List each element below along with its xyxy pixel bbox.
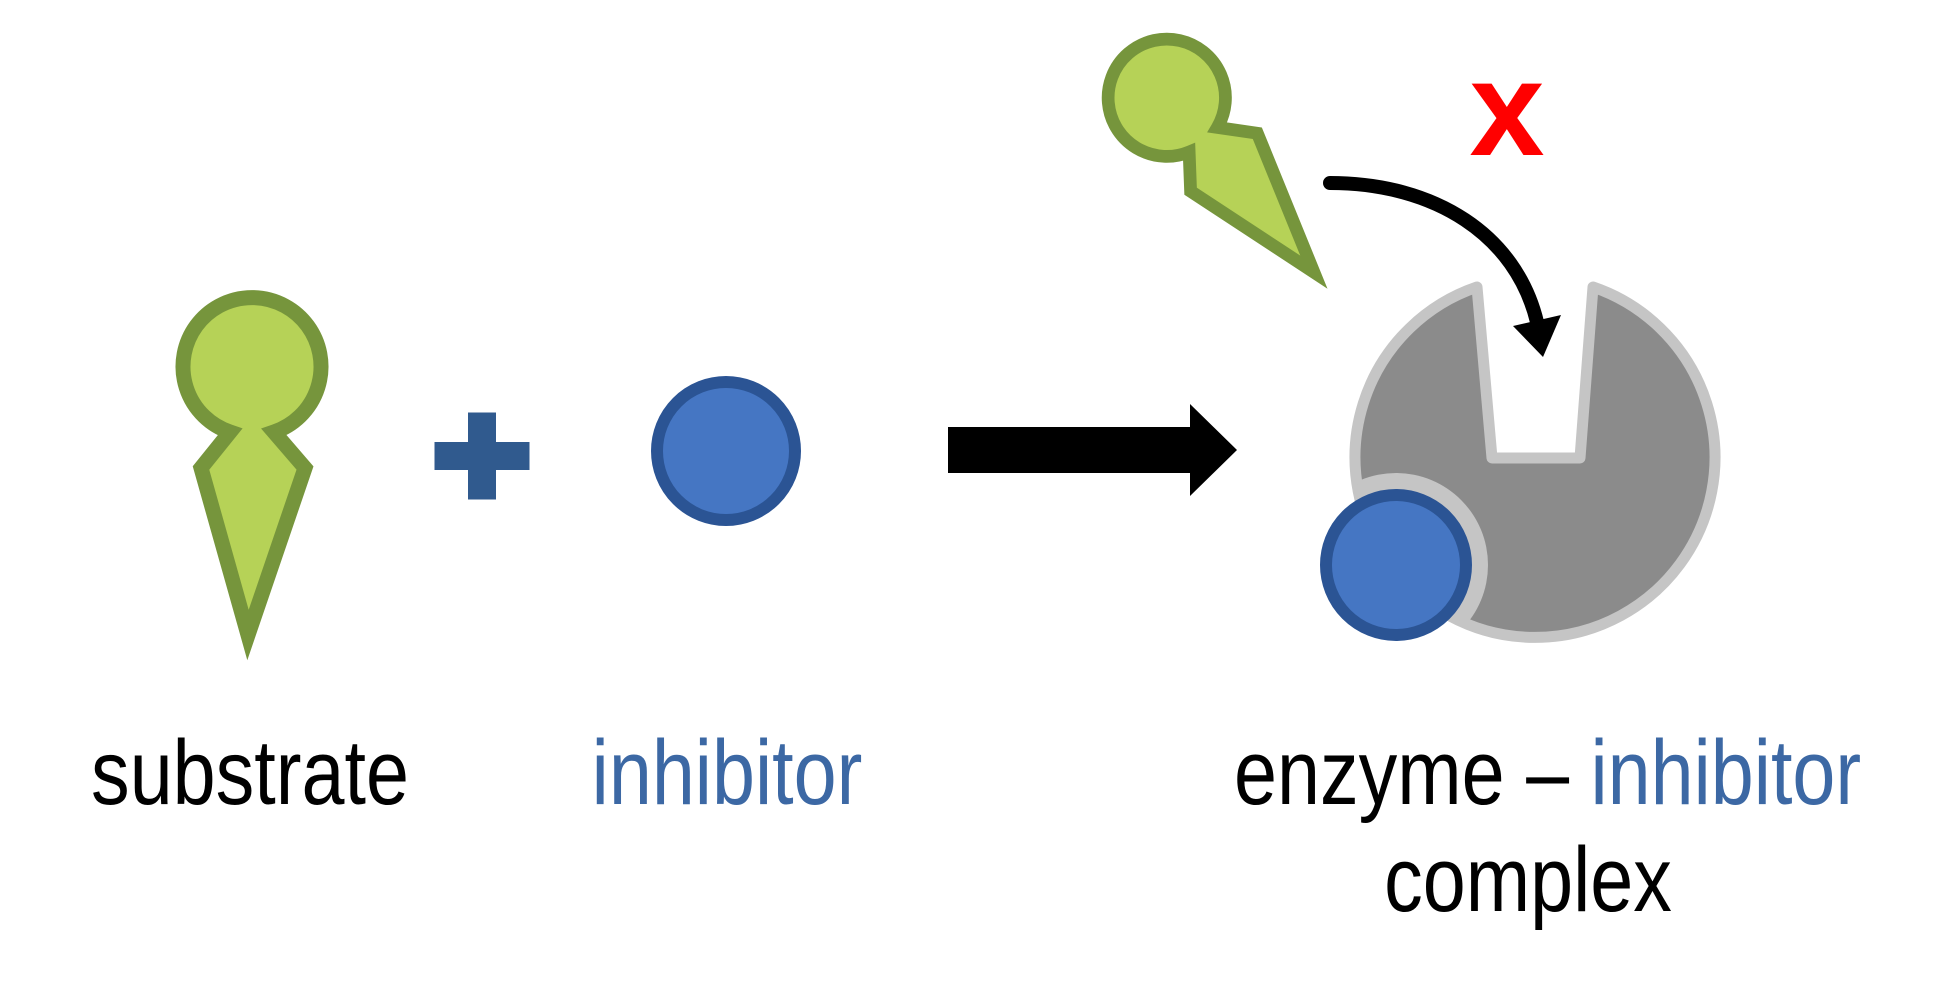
complex-label-line2: complex bbox=[1384, 829, 1672, 931]
blocked-x-mark: x bbox=[1469, 33, 1545, 184]
complex-label: enzyme – inhibitor complex bbox=[1178, 720, 1878, 934]
complex-label-enzyme-part: enzyme – bbox=[1234, 722, 1591, 824]
blocked-substrate-icon bbox=[1084, 15, 1361, 308]
substrate-label-text: substrate bbox=[91, 722, 409, 824]
blocked-arrow-head bbox=[1513, 315, 1561, 357]
blocked-arrow-icon bbox=[1323, 176, 1561, 357]
plus-icon bbox=[434, 412, 530, 500]
bound-inhibitor-icon bbox=[1320, 489, 1472, 641]
inhibitor-label: inhibitor bbox=[527, 720, 927, 827]
substrate-label: substrate bbox=[50, 720, 450, 827]
reaction-arrow-icon bbox=[948, 404, 1237, 496]
inhibitor-icon bbox=[651, 376, 801, 526]
substrate-icon bbox=[183, 298, 321, 635]
inhibitor-label-text: inhibitor bbox=[591, 722, 863, 824]
complex-label-line1: enzyme – inhibitor bbox=[1234, 720, 1861, 827]
complex-label-inhibitor-part: inhibitor bbox=[1590, 722, 1862, 824]
